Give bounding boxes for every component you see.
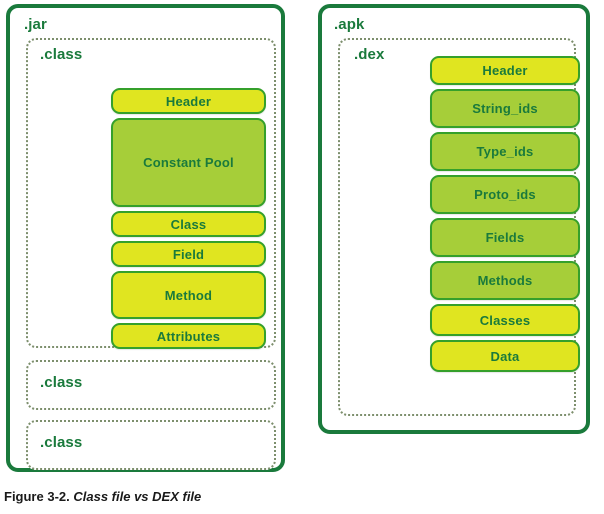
apk-label: .apk [334,16,365,33]
class-section-3-label: .class [40,434,83,451]
block-header: Header [111,88,266,114]
dex-section-label: .dex [354,46,385,63]
class-section-2-label: .class [40,374,83,391]
block-methods: Methods [430,261,580,300]
jar-container: .jar .class Header Constant Pool Class F… [6,4,285,472]
class-section-3: .class [26,420,276,470]
apk-container: .apk .dex Header String_ids Type_ids Pro… [318,4,590,434]
figure-caption-title: Class file vs DEX file [73,489,202,504]
block-string-ids: String_ids [430,89,580,128]
block-dex-header: Header [430,56,580,85]
figure-caption: Figure 3-2. Class file vs DEX file [4,489,201,504]
block-attributes: Attributes [111,323,266,349]
figure-caption-prefix: Figure 3-2. [4,489,70,504]
block-method: Method [111,271,266,319]
block-fields: Fields [430,218,580,257]
jar-label: .jar [24,16,47,33]
jar-block-list: Header Constant Pool Class Field Method … [111,88,266,353]
dex-section: .dex Header String_ids Type_ids Proto_id… [338,38,580,416]
block-classes: Classes [430,304,580,336]
block-field: Field [111,241,266,267]
dex-block-list: Header String_ids Type_ids Proto_ids Fie… [430,56,580,376]
block-type-ids: Type_ids [430,132,580,171]
class-section-1: .class Header Constant Pool Class Field … [26,38,276,349]
block-proto-ids: Proto_ids [430,175,580,214]
block-class: Class [111,211,266,237]
block-data: Data [430,340,580,372]
class-section-2: .class [26,360,276,410]
block-constant-pool: Constant Pool [111,118,266,207]
class-section-1-label: .class [40,46,83,63]
